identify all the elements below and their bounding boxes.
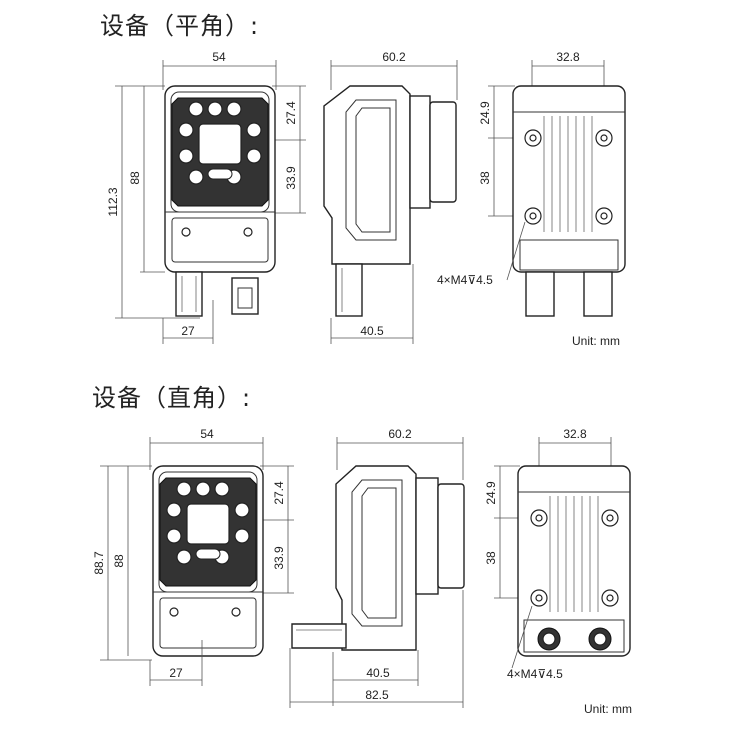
led-icon bbox=[195, 481, 211, 497]
dim-lower: 33.9 bbox=[272, 546, 286, 570]
led-icon bbox=[188, 169, 204, 185]
side-view-flat: 60.2 40.5 bbox=[323, 50, 458, 344]
led-icon bbox=[226, 101, 242, 117]
led-icon bbox=[166, 528, 182, 544]
screw-icon bbox=[169, 607, 179, 617]
screw-icon bbox=[231, 607, 241, 617]
dim-depth-total: 82.5 bbox=[365, 688, 389, 702]
housing-back bbox=[512, 85, 626, 273]
connector-right bbox=[231, 277, 259, 315]
led-icon bbox=[176, 549, 192, 565]
housing-side bbox=[335, 465, 417, 651]
led-icon bbox=[176, 481, 192, 497]
housing-side bbox=[323, 85, 411, 265]
led-icon bbox=[166, 502, 182, 518]
title-flat-angle: 设备（平角）: bbox=[100, 12, 260, 40]
dim-lower: 33.9 bbox=[284, 166, 298, 190]
dim-depth: 60.2 bbox=[388, 427, 412, 441]
dim-hole-spacing-x: 32.8 bbox=[563, 427, 587, 441]
dim-width: 54 bbox=[212, 50, 226, 64]
dim-height-total: 112.3 bbox=[106, 187, 120, 216]
title-right-angle: 设备（直角）: bbox=[92, 384, 252, 412]
led-icon bbox=[188, 101, 204, 117]
dim-hole-spacing-x: 32.8 bbox=[556, 50, 580, 64]
dim-conn-offset: 27 bbox=[169, 666, 183, 680]
led-icon bbox=[207, 101, 223, 117]
dim-depth: 60.2 bbox=[382, 50, 406, 64]
connector-left bbox=[175, 271, 203, 317]
screw-icon bbox=[181, 227, 191, 237]
mount-plate bbox=[415, 477, 439, 595]
side-view-right: 60.2 40.5 82.5 bbox=[289, 427, 465, 708]
front-view-flat: 54 112.3 88 27.4 33.9 bbox=[106, 50, 306, 344]
led-icon bbox=[234, 528, 250, 544]
side-connector bbox=[291, 623, 347, 649]
dim-upper: 27.4 bbox=[284, 101, 298, 125]
dim-hole-top: 24.9 bbox=[484, 481, 498, 505]
dim-hole-top: 24.9 bbox=[478, 101, 492, 125]
lens-window bbox=[198, 123, 242, 165]
dim-depth-base: 40.5 bbox=[366, 666, 390, 680]
dim-hole-spacing-y: 38 bbox=[478, 171, 492, 185]
led-icon bbox=[234, 502, 250, 518]
dim-upper: 27.4 bbox=[272, 481, 286, 505]
mount-plate bbox=[409, 95, 431, 209]
unit-label: Unit: mm bbox=[572, 334, 620, 348]
thread-note: 4×M4⊽4.5 bbox=[437, 273, 493, 287]
thread-note: 4×M4⊽4.5 bbox=[507, 667, 563, 681]
led-icon bbox=[178, 148, 194, 164]
dim-height-body: 88 bbox=[128, 171, 142, 185]
dim-height-body: 88 bbox=[112, 554, 126, 568]
back-view-flat: 32.8 24.9 38 4×M4⊽4.5 Unit: mm bbox=[437, 50, 626, 348]
dim-hole-spacing-y: 38 bbox=[484, 551, 498, 565]
back-connector-right bbox=[583, 271, 613, 317]
led-icon bbox=[246, 122, 262, 138]
lens-window bbox=[186, 503, 230, 545]
unit-label: Unit: mm bbox=[584, 702, 632, 716]
front-view-right: 54 88.7 88 27.4 33.9 27 bbox=[92, 427, 294, 686]
back-view-right: 32.8 24.9 38 4×M4⊽4.5 Uni bbox=[484, 427, 632, 716]
side-connector bbox=[335, 263, 363, 317]
back-connector-left bbox=[525, 271, 555, 317]
screw-icon bbox=[243, 227, 253, 237]
led-icon bbox=[214, 481, 230, 497]
dim-depth-base: 40.5 bbox=[360, 324, 384, 338]
led-icon bbox=[246, 148, 262, 164]
dim-width: 54 bbox=[200, 427, 214, 441]
dim-conn-offset: 27 bbox=[181, 324, 195, 338]
led-icon bbox=[178, 122, 194, 138]
dim-height-total: 88.7 bbox=[92, 551, 106, 575]
